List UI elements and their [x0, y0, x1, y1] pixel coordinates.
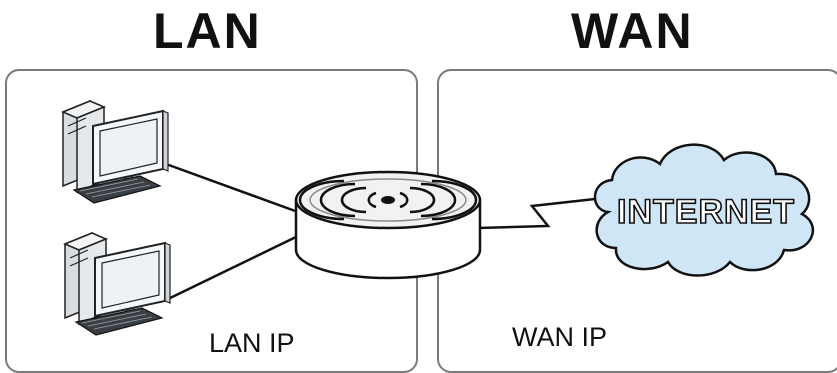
lan-title: LAN [153, 3, 262, 59]
wan-title: WAN [571, 3, 694, 59]
lan-ip-label: LAN IP [209, 328, 295, 358]
lan-cable-2 [165, 234, 299, 302]
router-icon [294, 170, 482, 280]
wan-ip-label: WAN IP [512, 322, 608, 352]
computer-2-icon [63, 231, 171, 336]
cloud-icon [593, 143, 814, 277]
wan-cable [477, 196, 605, 230]
computer-1-icon [61, 99, 169, 204]
lan-cable-1 [165, 162, 299, 214]
cloud-label: INTERNET [617, 193, 795, 231]
